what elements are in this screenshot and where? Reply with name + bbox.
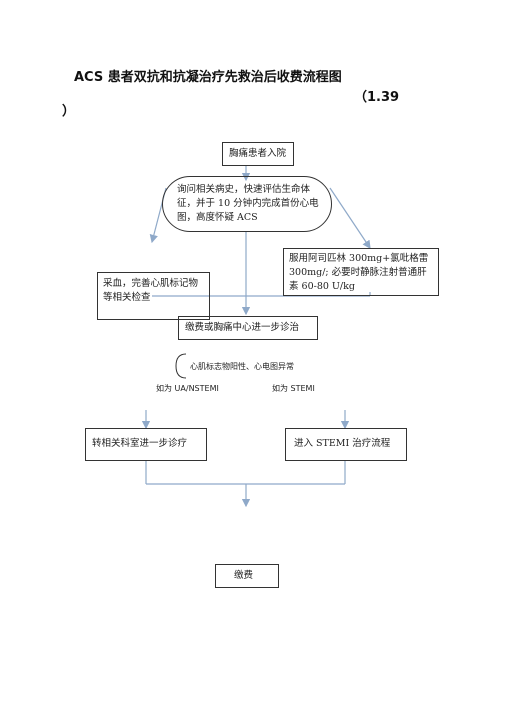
node-payment-center: 缴费或胸痛中心进一步诊治: [178, 316, 318, 340]
bracket-decision: [175, 353, 187, 379]
node-payment: 缴费: [215, 564, 279, 588]
arrow-assessment-to-medication: [329, 187, 371, 249]
page-title-tail: ）: [62, 104, 76, 119]
node-assessment: 询问相关病史，快速评估生命体征，并于 10 分钟内完成首份心电图，高度怀疑 AC…: [162, 176, 332, 232]
note-stemi: 如为 STEMI: [272, 384, 315, 393]
node-blood-test: 采血，完善心肌标记物等相关检查: [97, 272, 210, 320]
node-stemi: 进入 STEMI 治疗流程: [285, 428, 407, 461]
node-medication: 服用阿司匹林 300mg+氯吡格雷 300mg/; 必要时静脉注射普通肝素 60…: [283, 248, 439, 296]
page-title: ACS 患者双抗和抗凝治疗先救治后收费流程图: [74, 70, 342, 85]
note-ua-nstemi: 如为 UA/NSTEMI: [156, 384, 219, 393]
note-abnormal: 心肌标志物阳性、心电图异常: [190, 362, 294, 371]
node-admission: 胸痛患者入院: [222, 142, 294, 166]
node-referral: 转相关科室进一步诊疗: [85, 428, 207, 461]
page-title-number: （1.39: [354, 90, 400, 105]
